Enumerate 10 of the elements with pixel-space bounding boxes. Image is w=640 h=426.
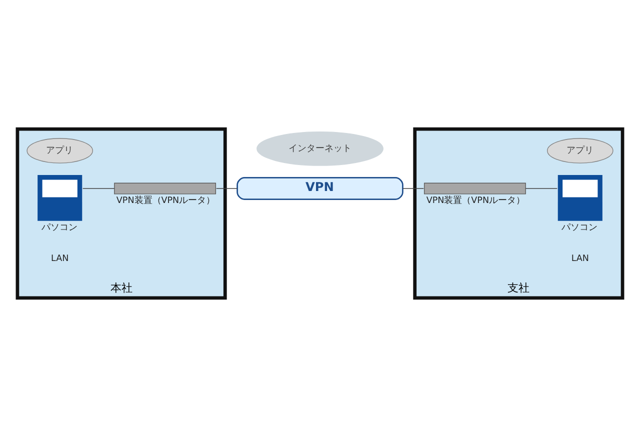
node-label: パソコン xyxy=(41,222,78,232)
node-box: VPN xyxy=(236,176,404,200)
node-ellipse: インターネット xyxy=(256,130,384,166)
node-label: パソコン xyxy=(562,222,598,232)
node-ellipse: アプリ xyxy=(547,138,614,163)
label: LAN xyxy=(51,254,69,264)
node-label: VPN装置（VPNルータ） xyxy=(116,195,216,206)
node-ellipse: アプリ xyxy=(26,138,93,163)
label: LAN xyxy=(571,254,589,264)
node-label: VPN装置（VPNルータ） xyxy=(426,195,526,206)
